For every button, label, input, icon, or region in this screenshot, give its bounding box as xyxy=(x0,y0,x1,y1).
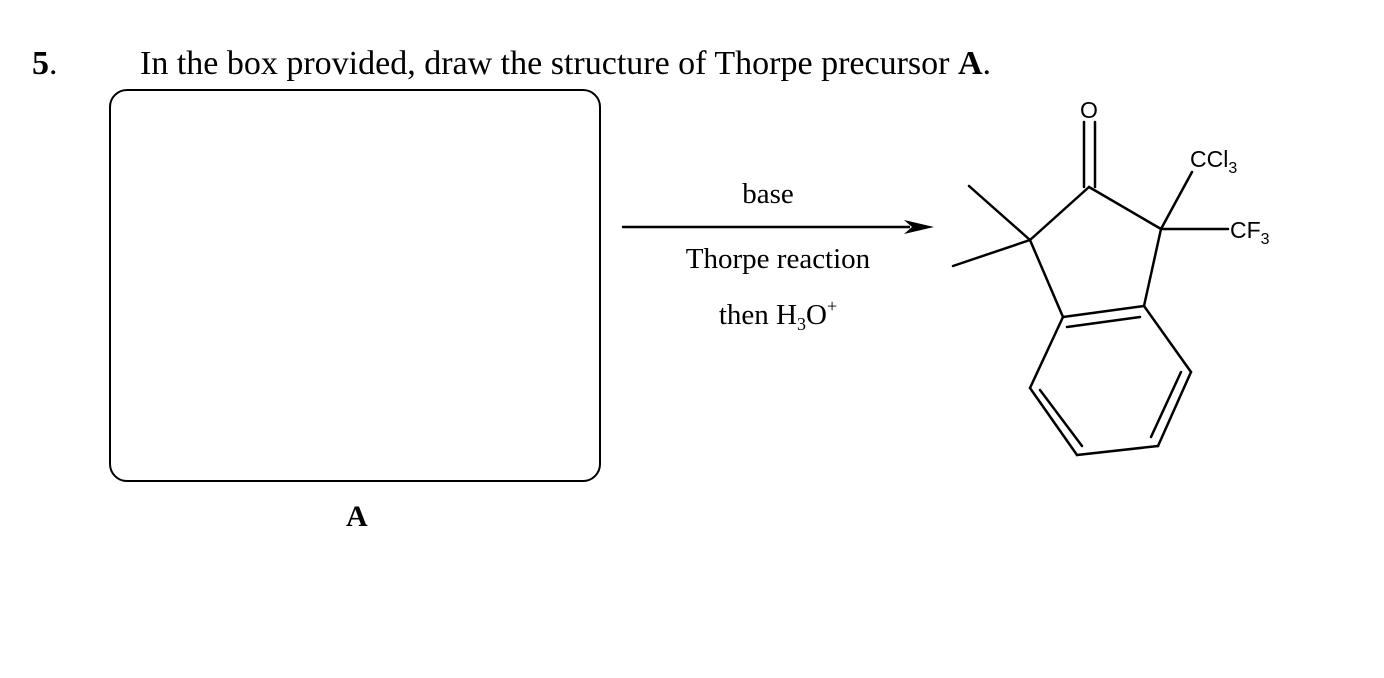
bond-c1-c7a xyxy=(1142,227,1163,308)
bond-carbonyl-c2 xyxy=(1028,185,1091,242)
bond-c2-c3a xyxy=(1028,238,1065,319)
bond-c4-c5 xyxy=(1028,386,1079,457)
ccl3-label: CCl3 xyxy=(1190,146,1237,177)
cf3-label: CF3 xyxy=(1230,217,1270,248)
product-structure xyxy=(951,120,1230,457)
bond-c3a-c7a xyxy=(1061,304,1146,319)
reagent-then-h: then H xyxy=(718,299,797,331)
question-number-value: 5 xyxy=(32,45,49,82)
reaction-arrow-head xyxy=(904,220,934,234)
question-text-after: . xyxy=(982,45,992,82)
bond-c6-c7-inner xyxy=(1149,370,1183,439)
question-text-before: In the box provided, draw the structure … xyxy=(140,45,958,82)
bond-c3a-c7a-inner xyxy=(1065,315,1142,329)
question-text: In the box provided, draw the structure … xyxy=(140,44,991,84)
bond-c4-c5-inner xyxy=(1038,388,1084,448)
bond-methyl-upper xyxy=(967,184,1032,242)
bond-c3a-c4 xyxy=(1028,315,1065,390)
cf3-subscript: 3 xyxy=(1261,231,1270,248)
reagent-below-arrow-line2: then H3O+ xyxy=(622,296,934,334)
bond-c6-c7 xyxy=(1156,370,1193,448)
ccl3-main: CCl xyxy=(1190,146,1228,172)
question-number: 5. xyxy=(32,44,58,84)
bond-c5-c6 xyxy=(1075,444,1160,457)
cf3-main: CF xyxy=(1230,217,1261,243)
reagent-h-subscript: 3 xyxy=(797,314,806,334)
answer-box-label: A xyxy=(346,500,368,533)
bond-c7-c7a xyxy=(1142,304,1193,374)
reagent-o: O xyxy=(806,299,827,331)
question-number-suffix: . xyxy=(49,45,58,82)
reagent-above-arrow: base xyxy=(742,178,794,210)
oxygen-label: O xyxy=(1080,97,1098,123)
answer-box[interactable] xyxy=(109,89,601,482)
reagent-below-arrow-line1: Thorpe reaction xyxy=(685,243,871,275)
reagent-plus-superscript: + xyxy=(826,296,838,316)
bond-ccl3 xyxy=(1159,170,1194,231)
ccl3-subscript: 3 xyxy=(1228,160,1237,177)
bond-carbonyl-c1 xyxy=(1087,185,1163,231)
bond-methyl-lower xyxy=(951,238,1032,268)
question-text-bold: A xyxy=(957,45,983,82)
reaction-arrow xyxy=(622,220,934,234)
